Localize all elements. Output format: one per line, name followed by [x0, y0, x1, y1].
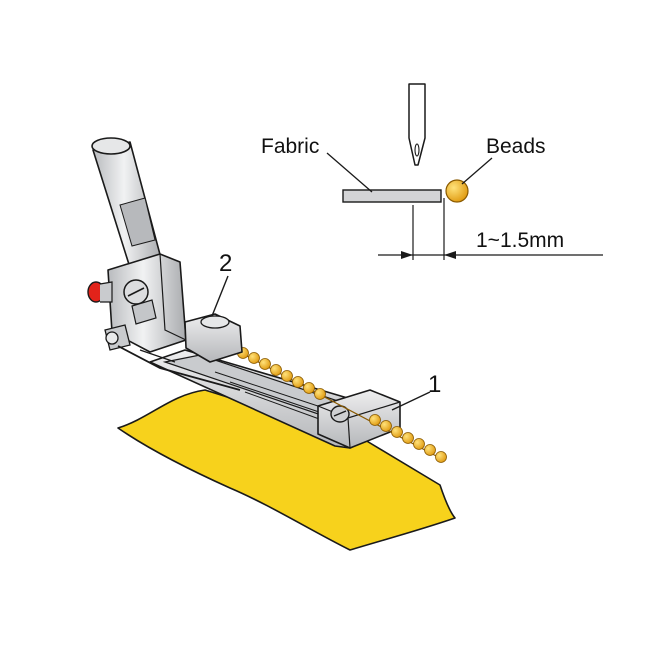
bead-icon	[445, 179, 469, 203]
fabric-leader-line	[326, 152, 373, 193]
presser-shank	[91, 137, 163, 275]
rear-guide-block	[184, 313, 243, 363]
beads-label: Beads	[486, 135, 546, 158]
fabric-cross-section	[342, 189, 442, 203]
inset-detail: Fabric Beads 1~1.5mm	[261, 83, 603, 260]
callout-2-label: 2	[219, 250, 232, 277]
callout-1-label: 1	[428, 371, 441, 398]
needle-icon	[408, 83, 426, 166]
fabric-label: Fabric	[261, 135, 319, 158]
callout-2-line	[211, 275, 229, 317]
callout-1-line	[391, 391, 431, 411]
rear-lever	[104, 324, 241, 391]
measurement-label: 1~1.5mm	[476, 229, 564, 252]
bead-chain	[226, 342, 447, 463]
beads-leader-line	[461, 157, 493, 185]
fabric-sheet	[117, 389, 456, 551]
mounting-body	[87, 253, 187, 353]
